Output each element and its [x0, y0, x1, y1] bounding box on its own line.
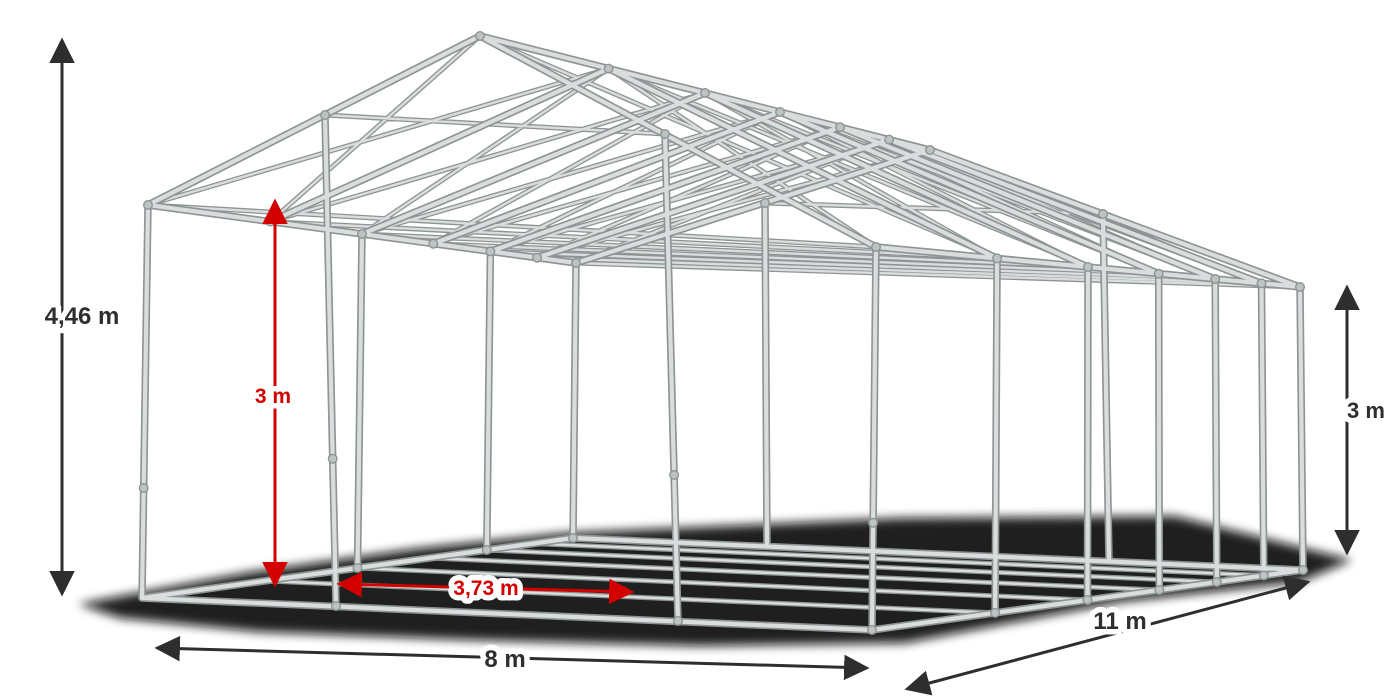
frame-connector-node [868, 517, 879, 528]
frame-connector-node [327, 453, 338, 464]
frame-connector-node [481, 545, 492, 556]
frame-connector-node [475, 31, 486, 42]
frame-connector-node [571, 258, 582, 269]
frame-connector-node [760, 197, 771, 208]
frame-connector-node [142, 199, 153, 210]
frame-connector-node [320, 109, 331, 120]
bay-width-arrow [336, 571, 635, 605]
frame-connector-node [331, 601, 342, 612]
inner-height-label: 3 m [255, 385, 291, 408]
frame-connector-node [835, 122, 846, 133]
length-label: 11 m [1093, 608, 1146, 635]
frame-connector-node [357, 228, 368, 239]
dimension-arrows [49, 37, 1360, 696]
frame-connector-node [1256, 278, 1267, 289]
width-label: 8 m [484, 646, 525, 673]
frame-connector-node [1294, 282, 1305, 293]
frame-connector-node [352, 563, 363, 574]
length-arrow [904, 575, 1311, 696]
frame-connector-node [884, 134, 895, 145]
frame-structure [138, 31, 1308, 636]
side-height-label: 3 m [1347, 398, 1385, 423]
frame-connector-node [925, 144, 936, 155]
frame-connector-node [1297, 565, 1308, 576]
dimension-labels: 4,46 m 3 m 3 m 3,73 m 8 m 11 m [39, 298, 1390, 679]
frame-connector-node [138, 483, 149, 494]
frame-connector-node [992, 253, 1003, 264]
frame-connector-node [532, 252, 543, 263]
frame-connector-node [1082, 595, 1093, 606]
frame-connector-node [669, 469, 680, 480]
frame-connector-node [603, 63, 614, 74]
frame-connector-node [1153, 268, 1164, 279]
frame-connector-node [775, 106, 786, 117]
frame-connector-node [1211, 577, 1222, 588]
frame-connector-node [867, 625, 878, 636]
frame-connector-node [871, 241, 882, 252]
frame-connector-node [673, 616, 684, 627]
bay-width-label: 3,73 m [453, 577, 518, 600]
frame-connector-node [1210, 274, 1221, 285]
frame-connector-node [568, 533, 579, 544]
frame-connector-node [700, 87, 711, 98]
frame-connector-node [660, 128, 671, 139]
frame-connector-node [265, 216, 276, 227]
frame-connector-node [428, 238, 439, 249]
frame-connector-node [1258, 570, 1269, 581]
frame-connector-node [990, 607, 1001, 618]
frame-connector-node [1082, 262, 1093, 273]
frame-connector-node [1154, 585, 1165, 596]
frame-connector-node [1097, 208, 1108, 219]
width-arrow [154, 635, 870, 681]
total-height-label: 4,46 m [45, 303, 120, 330]
frame-connector-node [485, 246, 496, 257]
